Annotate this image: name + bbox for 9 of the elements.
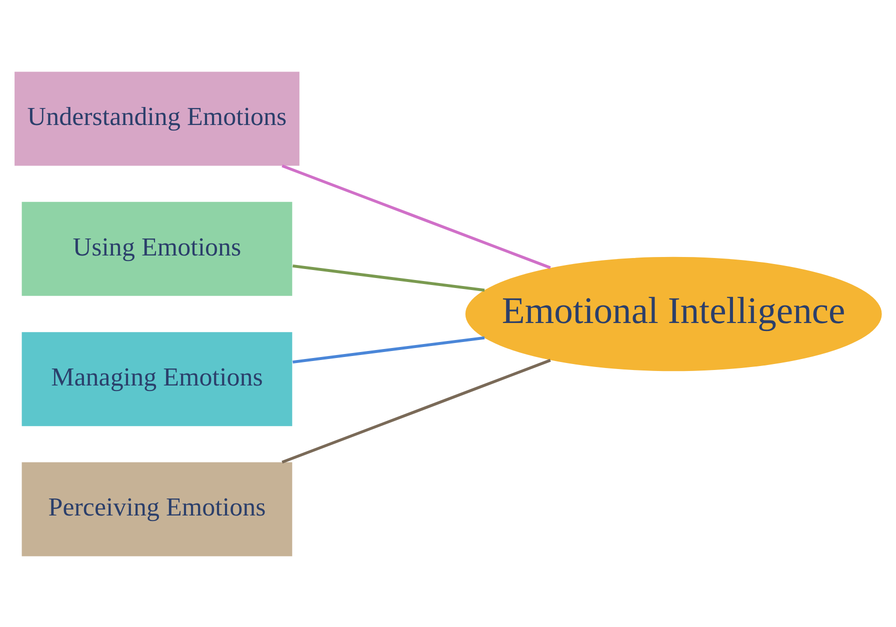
node-box: Managing Emotions xyxy=(22,332,292,426)
node-box: Understanding Emotions xyxy=(14,71,300,166)
connector xyxy=(282,358,551,464)
connector xyxy=(292,336,485,363)
connector xyxy=(292,264,485,292)
node-box: Using Emotions xyxy=(22,201,292,296)
node-ellipse: Emotional Intelligence xyxy=(465,256,882,371)
node-box: Perceiving Emotions xyxy=(22,462,292,556)
connector xyxy=(282,164,551,269)
